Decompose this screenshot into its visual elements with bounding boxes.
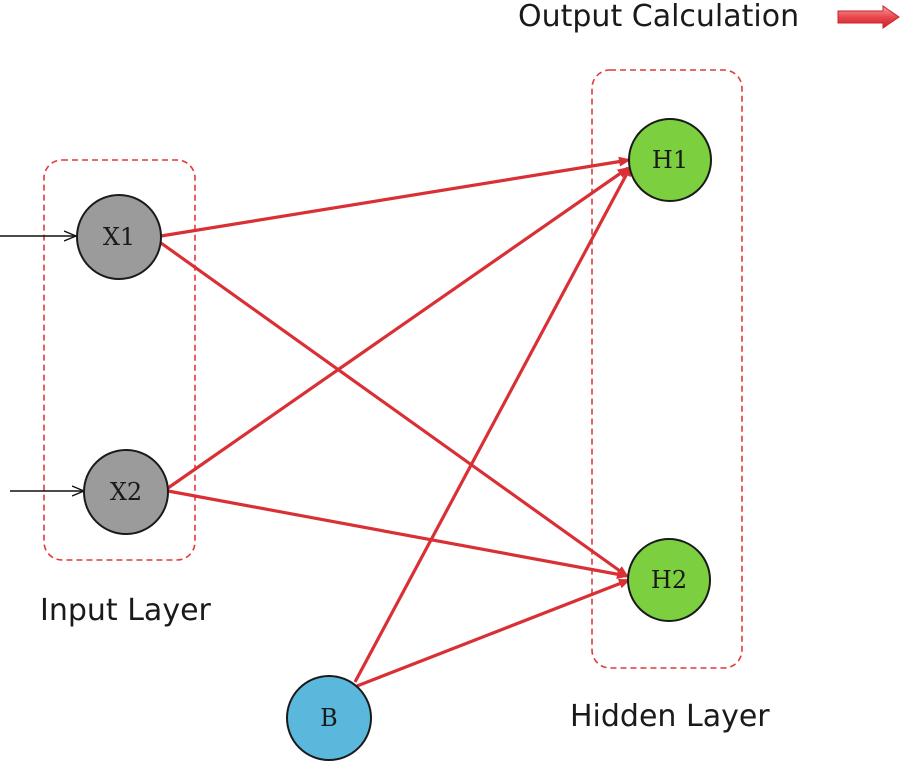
edges — [160, 156, 633, 688]
input-layer-label: Input Layer — [40, 593, 212, 628]
edge-x2-h1 — [167, 166, 630, 490]
node-bias-label: B — [320, 704, 338, 732]
node-x1-label: X1 — [103, 223, 135, 251]
node-x2-label: X2 — [110, 478, 142, 506]
node-h1: H1 — [628, 118, 712, 202]
node-h2-label: H2 — [651, 566, 687, 594]
edge-x1-h1 — [160, 156, 631, 238]
node-x2: X2 — [83, 449, 169, 535]
hidden-layer-label: Hidden Layer — [570, 699, 770, 734]
edge-x2-h2 — [167, 489, 629, 580]
edge-x1-h2 — [160, 241, 629, 578]
node-h2: H2 — [627, 538, 711, 622]
node-h1-label: H1 — [652, 146, 688, 174]
node-x1: X1 — [76, 194, 162, 280]
edge-b-h1 — [353, 164, 633, 683]
input-layer-box — [43, 159, 196, 561]
diagram-title: Output Calculation — [518, 0, 799, 34]
node-bias: B — [286, 675, 372, 761]
right-arrow-icon — [837, 5, 900, 29]
edge-b-h2 — [356, 578, 631, 688]
hidden-layer-box — [591, 69, 743, 669]
